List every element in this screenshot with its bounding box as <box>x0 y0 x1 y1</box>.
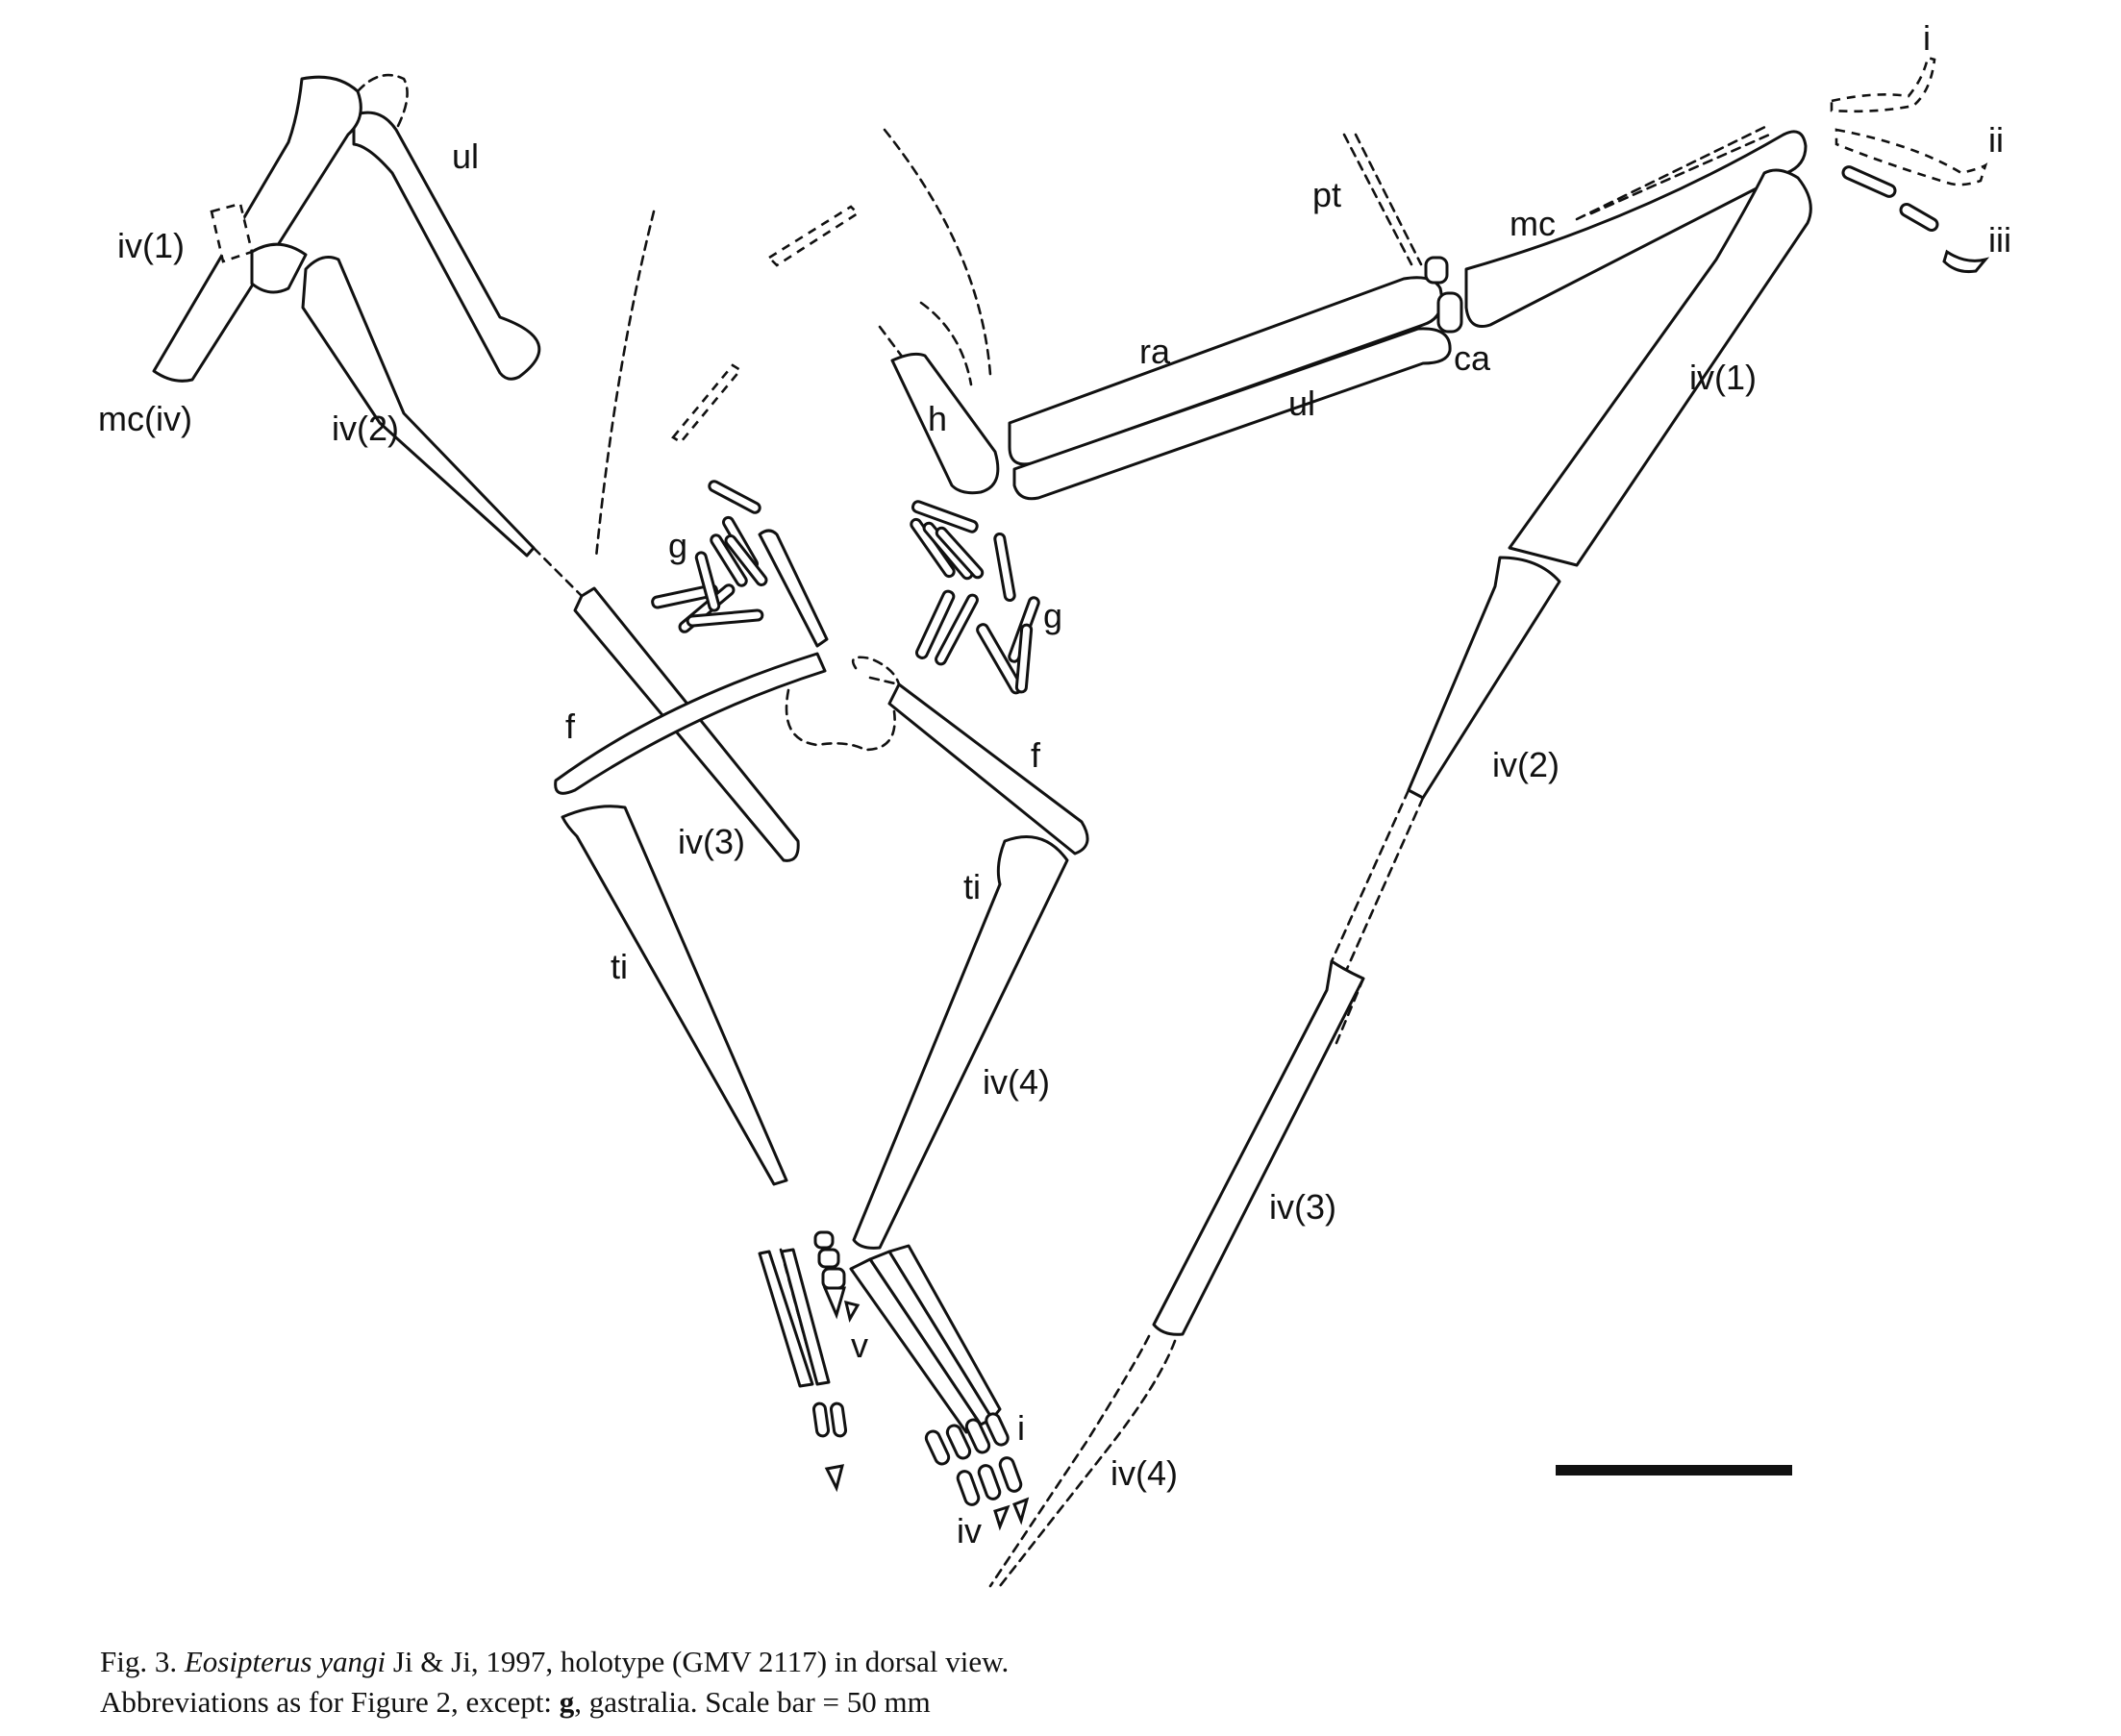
label-iv4-left: iv(4) <box>983 1062 1050 1102</box>
label-iv2-right: iv(2) <box>1492 745 1560 784</box>
gastralia-left <box>651 480 829 648</box>
caption-line2-prefix: Abbreviations as for Figure 2, except: <box>100 1685 560 1719</box>
caption-line-1: Fig. 3. Eosipterus yangi Ji & Ji, 1997, … <box>100 1642 1446 1682</box>
body-outline-left <box>594 210 656 559</box>
ulna-right <box>1012 327 1452 501</box>
label-ti-right: ti <box>963 867 981 906</box>
label-g-left: g <box>668 526 687 565</box>
label-v: v <box>851 1326 868 1365</box>
label-mc: mc <box>1510 204 1556 243</box>
right-forearm <box>1008 133 1463 501</box>
wing-phalanx-1-right <box>1508 168 1812 567</box>
label-g-right: g <box>1043 596 1062 635</box>
label-mc-iv: mc(iv) <box>98 399 192 438</box>
label-pt: pt <box>1312 175 1341 214</box>
ulna-upper-left <box>352 111 541 381</box>
label-iv1-right: iv(1) <box>1689 358 1757 397</box>
manual-digit-i <box>1830 56 1936 113</box>
wing-phalanx-2-dashed-gap <box>532 546 584 598</box>
wing-phalanx-4-dashed-a <box>988 1334 1151 1588</box>
label-iv3-left: iv(3) <box>678 822 745 861</box>
figure-caption: Fig. 3. Eosipterus yangi Ji & Ji, 1997, … <box>100 1642 1446 1723</box>
femur-left <box>554 652 827 795</box>
label-h: h <box>928 399 947 438</box>
pteroid-2 <box>1354 133 1423 266</box>
ulna-upper-left-dashed-end <box>356 73 409 132</box>
pelvis-outline-right <box>851 656 901 686</box>
label-iv2-left: iv(2) <box>332 409 399 448</box>
caption-species: Eosipterus yangi <box>184 1645 387 1678</box>
label-ca: ca <box>1454 338 1491 378</box>
manual-digit-iii-1 <box>1841 165 1897 198</box>
label-i-top: i <box>1923 18 1931 58</box>
metacarpal-dash-2 <box>1589 131 1776 215</box>
label-i-foot: i <box>1017 1408 1025 1448</box>
label-f-right: f <box>1031 735 1041 775</box>
body-outline-inner-left <box>878 325 911 367</box>
wing-phalanx-3-right <box>1152 959 1365 1336</box>
caption-line2-suffix: , gastralia. Scale bar = 50 mm <box>574 1685 931 1719</box>
wing-phalanx-2-dashed-b <box>1330 788 1410 963</box>
body-outline-right-outer <box>883 128 992 377</box>
label-iv1-top: iv(1) <box>117 226 185 265</box>
label-f-left: f <box>565 707 576 746</box>
label-iii-top: iii <box>1988 220 2011 260</box>
carpal-2 <box>1436 291 1463 334</box>
carpal-1 <box>1424 256 1449 285</box>
labels: ul iv(1) mc(iv) iv(2) g g h pt mc ra ul … <box>98 18 2011 1550</box>
caption-line1-prefix: Fig. 3. <box>100 1645 185 1678</box>
rib-fragment-2 <box>671 363 742 444</box>
manual-digit-ii <box>1834 128 1988 186</box>
metacarpal-iv-upper-left <box>152 75 362 383</box>
rib-fragment-1 <box>766 205 861 267</box>
label-iv3-right: iv(3) <box>1269 1187 1336 1227</box>
tibia-right <box>852 835 1069 1250</box>
pelvis-outline <box>785 688 896 752</box>
body-outline <box>594 128 992 559</box>
metacarpal-iv-right <box>1464 130 1808 328</box>
wing-phalanx-1-head <box>250 242 308 294</box>
left-foot <box>758 1230 1030 1531</box>
wing-phalanx-2-right <box>1407 556 1561 800</box>
right-wing <box>988 56 1990 1588</box>
label-ti-left: ti <box>611 947 628 986</box>
label-iv-foot: iv <box>957 1511 982 1550</box>
wing-phalanx-2-dashed <box>1344 796 1425 973</box>
label-ii-top: ii <box>1988 120 2004 160</box>
caption-line-2: Abbreviations as for Figure 2, except: g… <box>100 1682 1446 1723</box>
wing-phalanx-3-dashed <box>1335 977 1365 1045</box>
upper-left-wing-bones <box>152 73 800 862</box>
caption-line1-suffix: Ji & Ji, 1997, holotype (GMV 2117) in do… <box>386 1645 1010 1678</box>
label-ul-top: ul <box>452 136 479 176</box>
gastralia-right <box>910 500 1040 695</box>
wing-phalanx-2-upper-left <box>301 256 536 558</box>
body-outline-right-inner <box>919 301 973 386</box>
femur-right-connector <box>868 676 901 686</box>
pteroid <box>1342 133 1413 266</box>
wing-phalanx-4-dashed-b <box>998 1339 1177 1588</box>
humerus <box>890 352 1000 495</box>
label-ul: ul <box>1288 384 1315 423</box>
metacarpal-dash-1 <box>1575 123 1771 221</box>
caption-bold-abbrev: g <box>559 1685 575 1719</box>
manual-digit-iii-2 <box>1899 203 1939 232</box>
tibia-left <box>561 805 788 1186</box>
label-ra: ra <box>1139 332 1171 371</box>
femur-right <box>887 682 1089 856</box>
scale-bar <box>1556 1465 1792 1476</box>
label-iv4-right: iv(4) <box>1110 1453 1178 1493</box>
manual-digit-iii-claw <box>1942 249 1990 273</box>
